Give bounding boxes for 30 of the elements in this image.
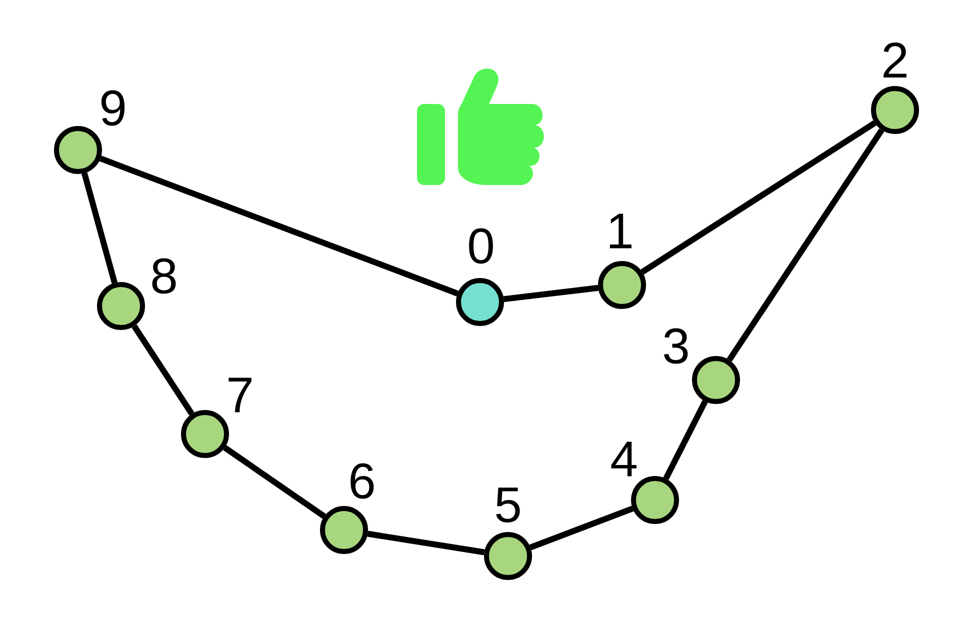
node-number: 4 bbox=[611, 442, 636, 476]
graph-node bbox=[54, 126, 102, 174]
graph-node bbox=[598, 261, 646, 309]
edge-line bbox=[663, 400, 708, 480]
graph-node bbox=[320, 506, 368, 554]
node-number: 2 bbox=[884, 42, 906, 78]
node-number: 6 bbox=[350, 463, 374, 499]
edge-line bbox=[726, 128, 884, 362]
graph-node bbox=[871, 86, 919, 134]
node-number: 1 bbox=[610, 214, 632, 248]
edge-line bbox=[99, 156, 459, 296]
graph-node bbox=[181, 410, 229, 458]
graph-node bbox=[97, 282, 145, 330]
edge-line bbox=[367, 530, 485, 556]
edge-line bbox=[223, 445, 326, 519]
node-number: 9 bbox=[101, 90, 125, 126]
edge-line bbox=[503, 284, 599, 302]
node-number: 8 bbox=[152, 258, 176, 294]
node-number: 7 bbox=[228, 378, 252, 412]
edge-line bbox=[81, 172, 118, 284]
graph-node bbox=[692, 356, 740, 404]
node-number: 3 bbox=[664, 328, 688, 364]
node-number: 0 bbox=[469, 228, 493, 264]
graph-node bbox=[484, 532, 532, 580]
edge-line bbox=[132, 324, 194, 416]
edge-line bbox=[529, 506, 634, 550]
graph-node bbox=[456, 278, 504, 326]
node-number: 5 bbox=[496, 488, 520, 522]
edge-line bbox=[640, 120, 876, 275]
graph-node bbox=[631, 476, 679, 524]
